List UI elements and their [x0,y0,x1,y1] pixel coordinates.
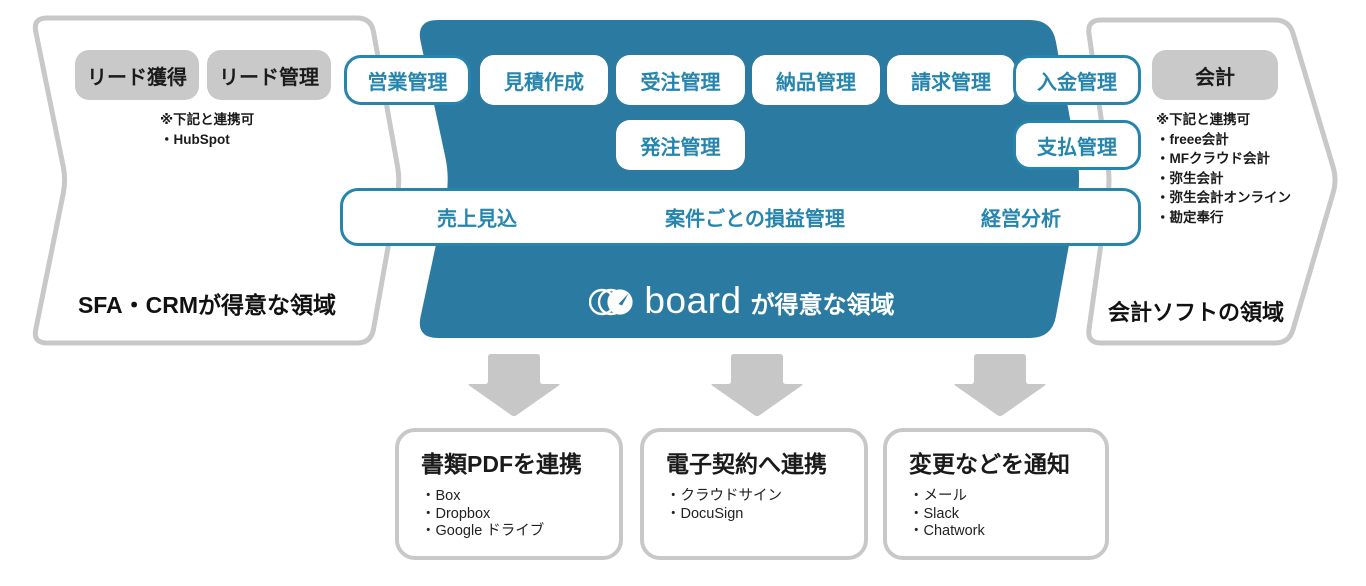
left-note-item: ・HubSpot [160,131,230,147]
pill-payment-management: 支払管理 [1013,120,1141,170]
right-note-item: ・弥生会計 [1156,170,1224,186]
left-region-label: SFA・CRMが得意な領域 [77,292,337,318]
output-box-notification: 変更などを通知 ・メール ・Slack ・Chatwork [883,428,1109,560]
analytics-bar: 売上見込 案件ごとの損益管理 経営分析 [340,188,1141,246]
down-arrow-icon [711,354,803,417]
right-region-label: 会計ソフトの領域 [1107,300,1285,325]
output-box-title: 電子契約へ連携 [666,451,827,477]
bar-project-profit-management: 案件ごとの損益管理 [665,208,845,231]
pill-invoice-management: 請求管理 [887,55,1015,105]
output-box-title: 書類PDFを連携 [421,451,582,477]
left-integration-note: ※下記と連携可 ・HubSpot [160,110,254,149]
bar-sales-forecast: 売上見込 [437,208,517,231]
pill-sales-management: 営業管理 [344,55,471,105]
bar-management-analysis: 経営分析 [981,208,1061,231]
right-note-item: ・MFクラウド会計 [1156,151,1270,166]
right-note-item: ・勘定奉行 [1156,209,1224,225]
pill-purchase-order-management: 発注管理 [616,120,745,170]
right-integration-note: ※下記と連携可 ・freee会計 ・MFクラウド会計 ・弥生会計 ・弥生会計オン… [1156,110,1291,227]
pill-lead-acquisition: リード獲得 [75,50,199,100]
output-box-e-contract: 電子契約へ連携 ・クラウドサイン ・DocuSign [640,428,868,560]
board-logo-icon [589,288,634,316]
pill-deposit-management: 入金管理 [1013,55,1141,105]
output-box-item: ・DocuSign [666,505,744,522]
output-box-title: 変更などを通知 [909,451,1070,477]
pill-quote-creation: 見積作成 [480,55,608,105]
output-box-item: ・クラウドサイン [666,488,782,504]
output-box-pdf-integration: 書類PDFを連携 ・Box ・Dropbox ・Google ドライブ [395,428,623,560]
right-note-item: ・弥生会計オンライン [1156,190,1291,205]
board-caption-suffix: が得意な領域 [750,291,895,319]
output-box-item: ・Google ドライブ [421,523,545,539]
right-note-title: ※下記と連携可 [1156,112,1251,127]
output-box-item: ・メール [909,488,967,504]
pill-delivery-management: 納品管理 [752,55,880,105]
output-box-item: ・Chatwork [909,523,985,539]
left-note-title: ※下記と連携可 [160,112,255,127]
down-arrow-icon [954,354,1046,417]
right-note-item: ・freee会計 [1156,131,1229,147]
output-box-item: ・Box [421,488,461,504]
output-box-item: ・Slack [909,505,959,522]
board-caption: board が得意な領域 [416,276,1052,328]
board-logo-text: board [644,279,742,321]
pill-accounting: 会計 [1152,50,1278,100]
pill-order-management: 受注管理 [616,55,745,105]
output-box-item: ・Dropbox [421,505,491,522]
down-arrow-icon [468,354,560,417]
pill-lead-management: リード管理 [207,50,331,100]
